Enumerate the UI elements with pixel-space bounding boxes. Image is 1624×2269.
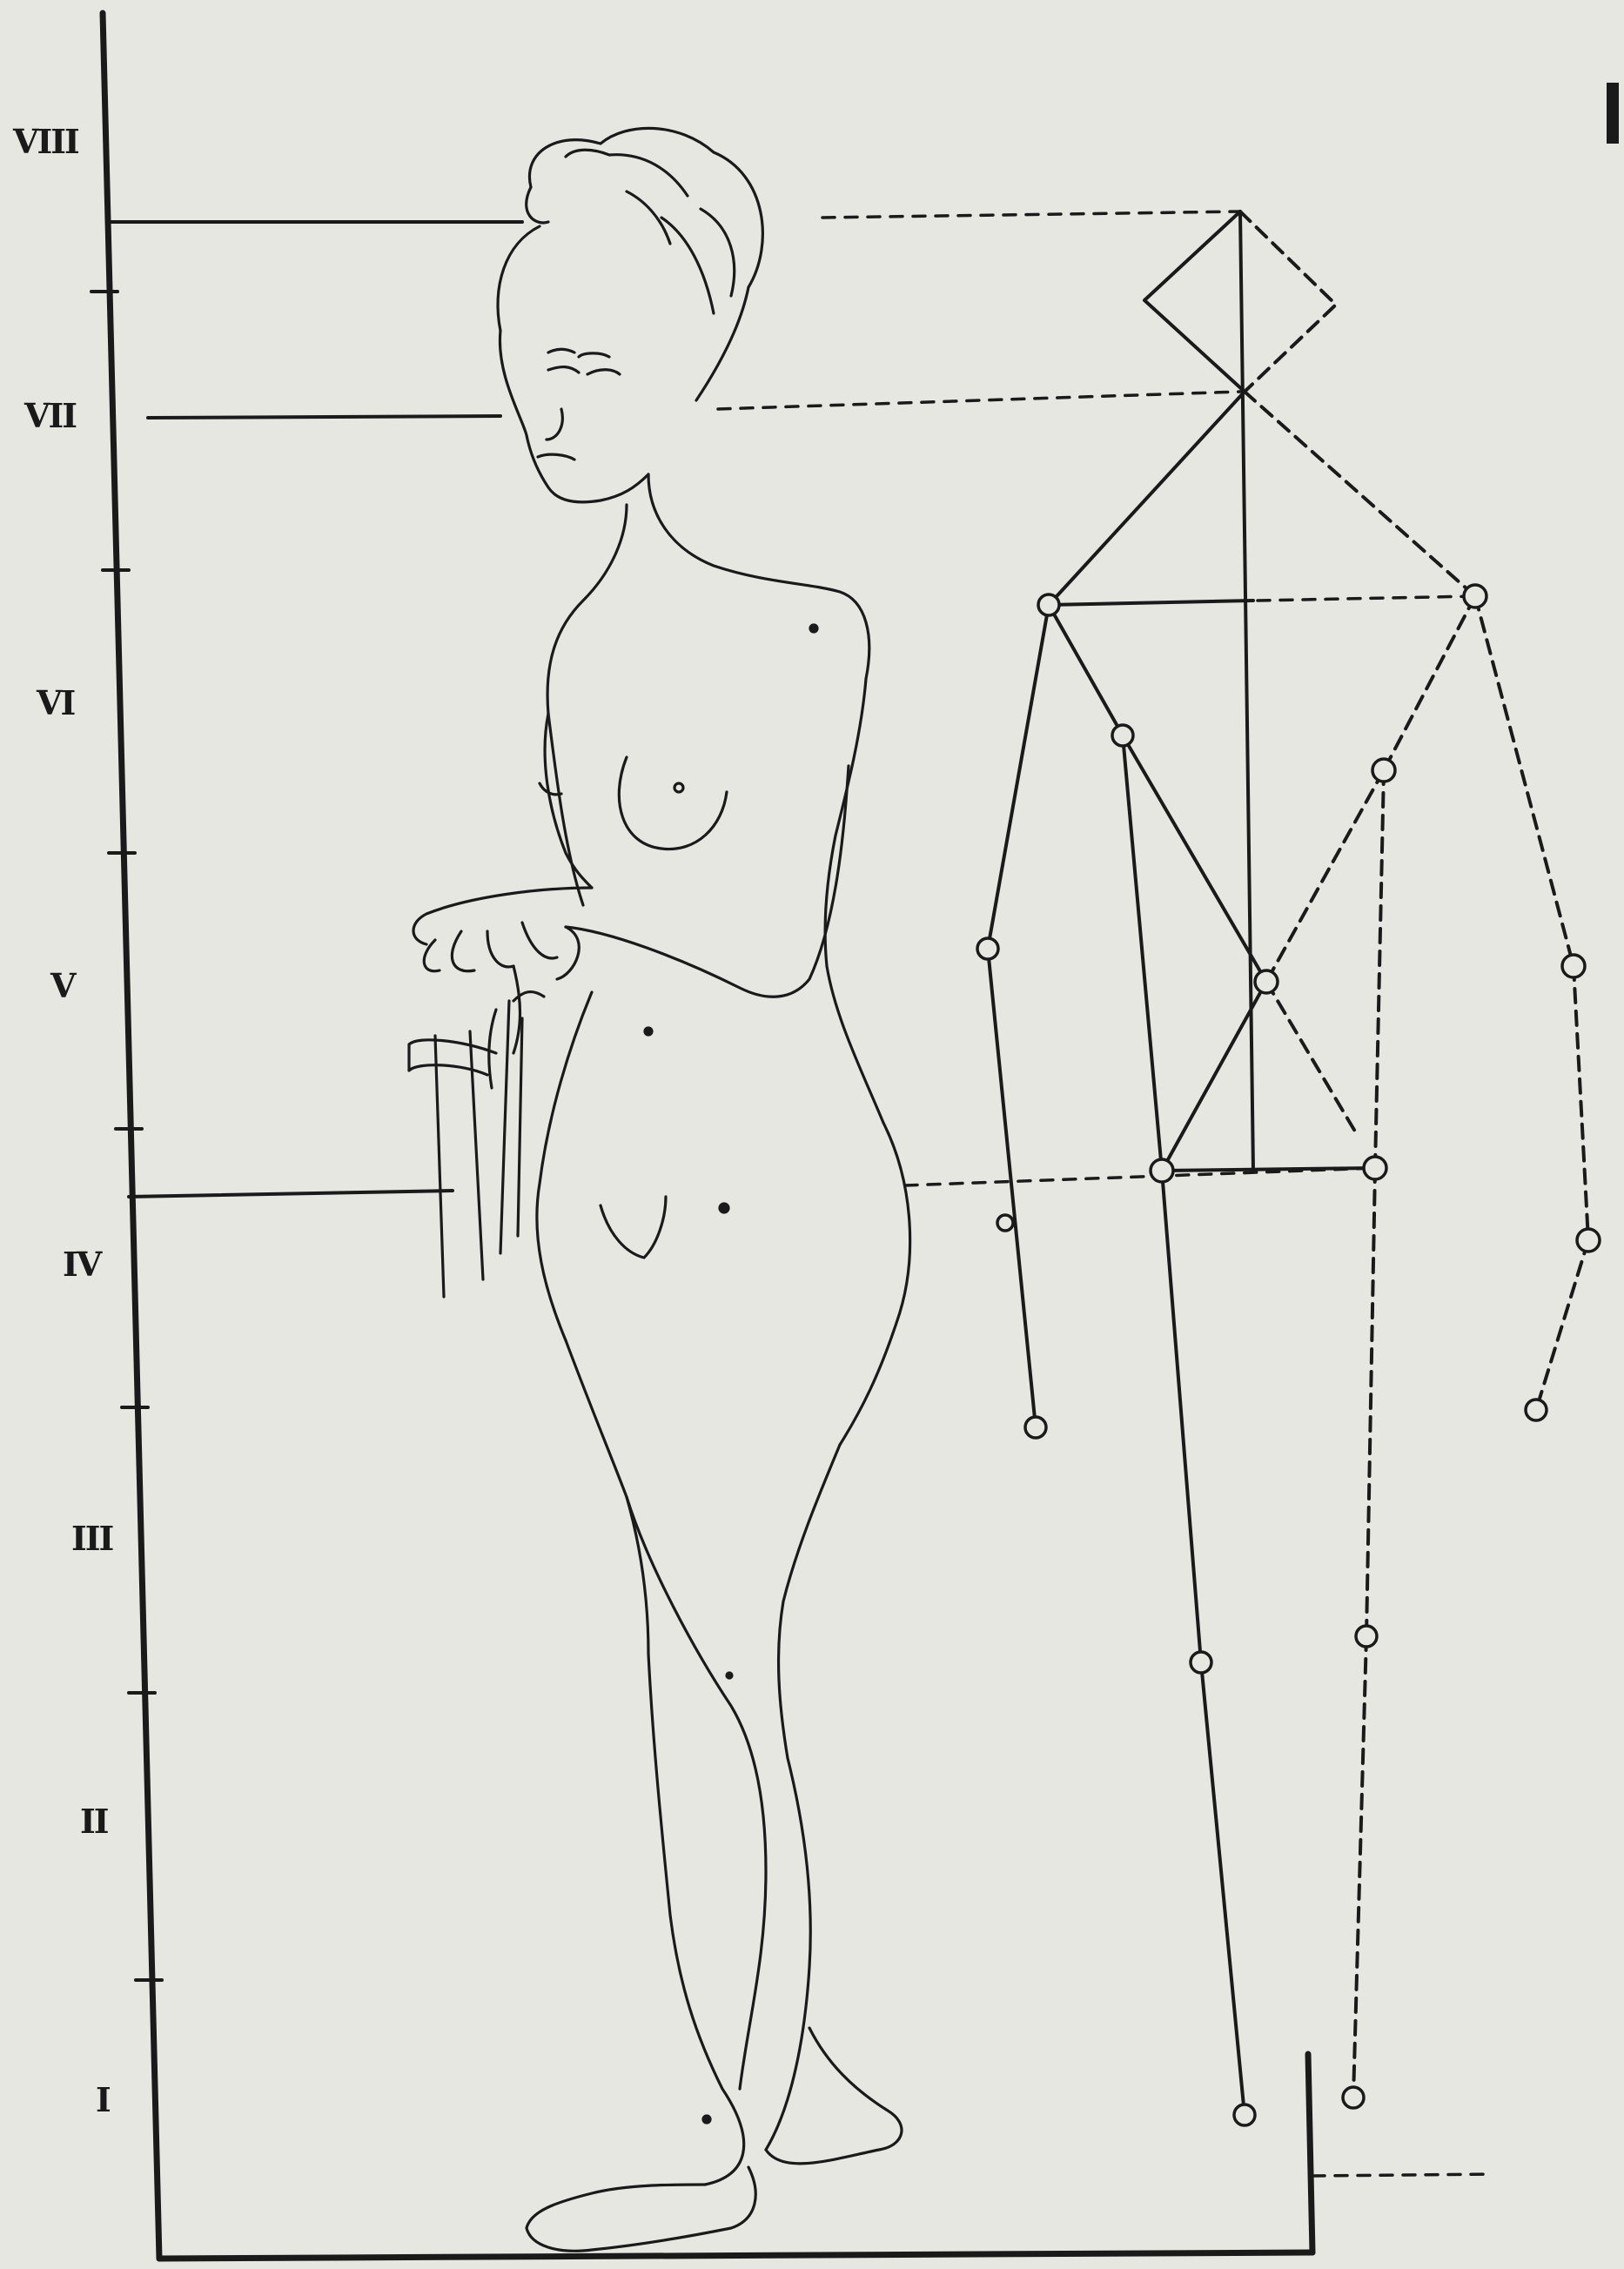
ruler-label-5: V [50,966,74,1005]
ruler-label-3: III [71,1519,112,1558]
ruler-label-2: II [80,1802,108,1841]
ruler-label-4: IV [63,1245,100,1284]
ruler-label-6: VI [37,683,74,722]
ruler-label-7: VII [24,396,76,435]
ruler-label-8: VIII [13,122,78,161]
edge-mark [1607,83,1619,144]
ruler-label-1: I [96,2080,110,2119]
